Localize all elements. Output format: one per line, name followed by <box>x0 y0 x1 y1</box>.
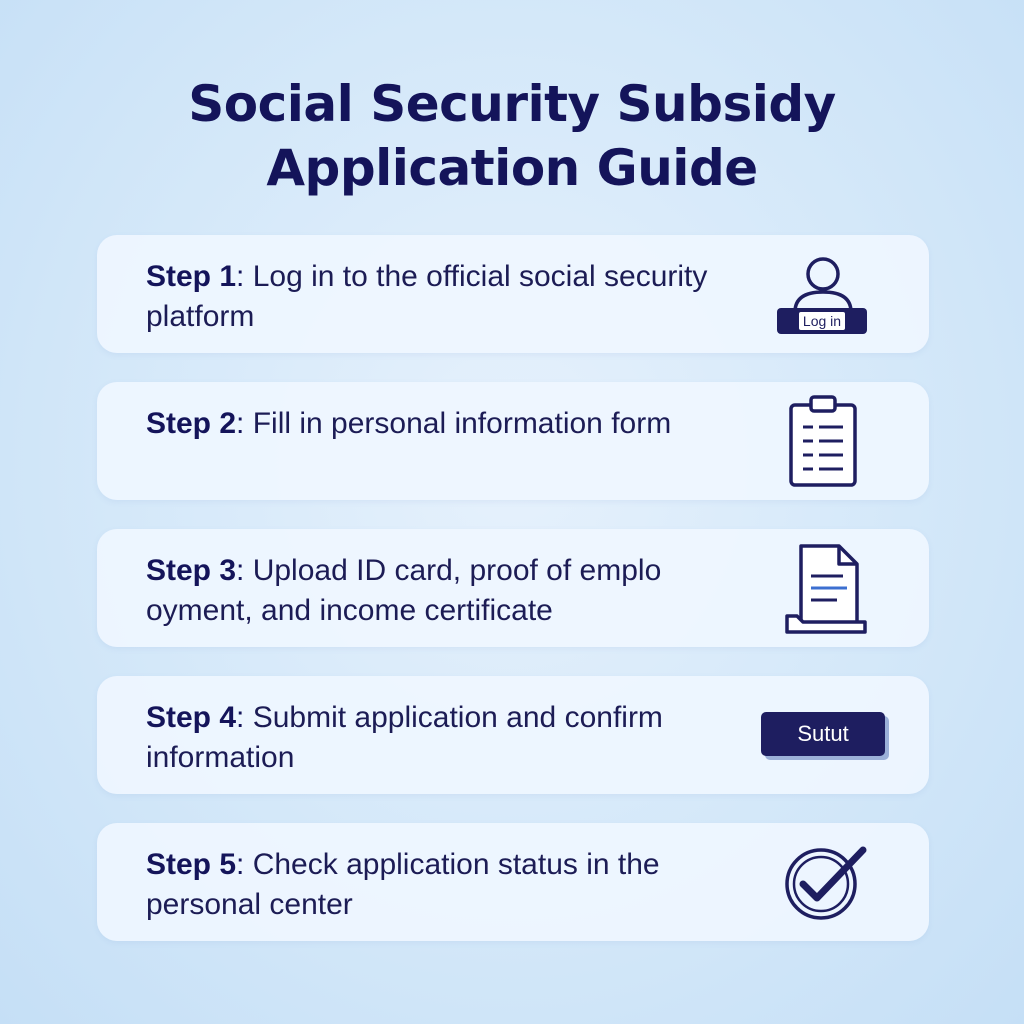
step-2-label: Step 2 <box>146 407 237 440</box>
step-1-label: Step 1 <box>146 260 237 293</box>
document-upload-icon <box>781 542 871 634</box>
step-1-text: Step 1: Log in to the official social se… <box>146 260 708 333</box>
step-card-1: Step 1: Log in to the official social se… <box>97 235 929 353</box>
submit-button-graphic: Sutut <box>761 712 885 756</box>
step-card-5: Step 5: Check application status in the … <box>97 823 929 941</box>
step-card-3: Step 3: Upload ID card, proof of emplo o… <box>97 529 929 647</box>
step-3-text: Step 3: Upload ID card, proof of emplo o… <box>146 554 662 627</box>
user-login-icon: Log in <box>777 254 869 334</box>
submit-button-icon: Sutut <box>761 712 889 758</box>
page-title-line-1: Social Security Subsidy <box>188 75 836 133</box>
step-5-text: Step 5: Check application status in the … <box>146 848 660 921</box>
step-2-text: Step 2: Fill in personal information for… <box>146 407 672 440</box>
step-5-label: Step 5 <box>146 848 237 881</box>
page-title-line-2: Application Guide <box>266 139 758 197</box>
step-4-label: Step 4 <box>146 701 237 734</box>
step-2-description: Fill in personal information form <box>252 407 672 440</box>
step-5-description: Check application status in the personal… <box>146 848 660 921</box>
page-title: Social Security Subsidy Application Guid… <box>0 72 1024 200</box>
checkmark-circle-icon <box>779 840 871 924</box>
step-3-description: Upload ID card, proof of emplo oyment, a… <box>146 554 662 627</box>
step-3-label: Step 3 <box>146 554 237 587</box>
step-1-description: Log in to the official social security p… <box>146 260 708 333</box>
login-button-graphic: Log in <box>777 308 867 334</box>
step-4-description: Submit application and confirm informati… <box>146 701 663 774</box>
clipboard-form-icon <box>787 393 859 489</box>
step-card-4: Step 4: Submit application and confirm i… <box>97 676 929 794</box>
step-card-2: Step 2: Fill in personal information for… <box>97 382 929 500</box>
step-4-text: Step 4: Submit application and confirm i… <box>146 701 663 774</box>
